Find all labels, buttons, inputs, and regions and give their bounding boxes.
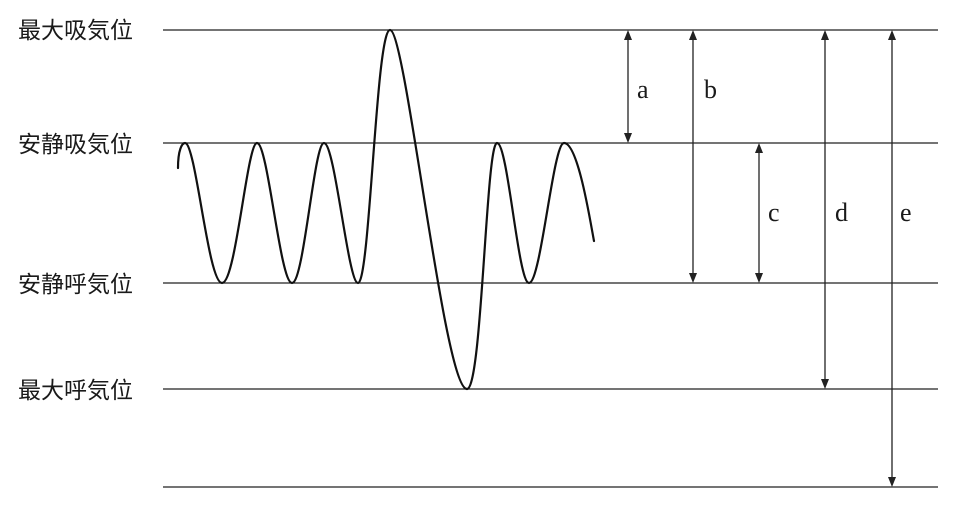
arrow-label-e: e	[900, 198, 912, 227]
arrow-label-a: a	[637, 75, 649, 104]
arrow-d	[821, 30, 829, 389]
arrow-e	[888, 30, 896, 487]
label-max-expiratory-level: 最大呼気位	[18, 378, 133, 404]
arrow-a	[624, 30, 632, 143]
arrow-b	[689, 30, 697, 283]
breathing-waveform	[176, 28, 596, 391]
arrow-label-b: b	[704, 75, 717, 104]
label-rest-expiratory-level: 安静呼気位	[18, 272, 133, 298]
label-max-inspiratory-level: 最大吸気位	[18, 18, 133, 44]
arrow-c	[755, 143, 763, 283]
arrow-label-d: d	[835, 198, 848, 227]
label-rest-inspiratory-level: 安静吸気位	[18, 132, 133, 158]
arrow-label-c: c	[768, 198, 780, 227]
